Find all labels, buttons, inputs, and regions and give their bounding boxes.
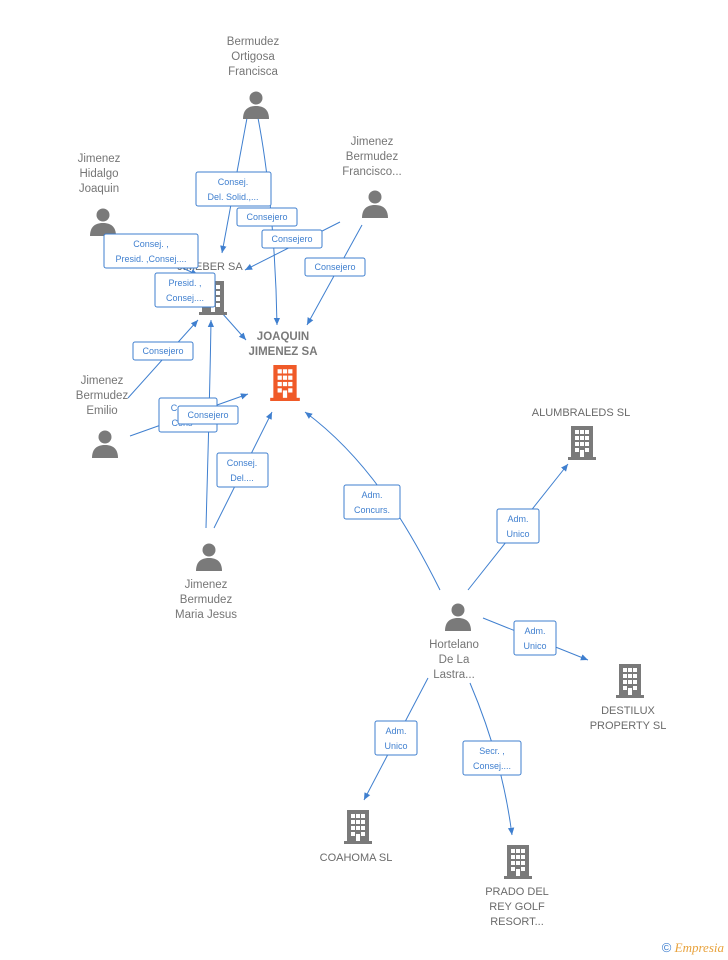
role-box-consej-del[interactable]: Consej. Del.... (216, 452, 269, 488)
edge-jimeber-joaquin (221, 312, 247, 341)
role-label: Consejero (271, 234, 312, 244)
building-icon (504, 845, 532, 879)
role-box-consej-del-solid[interactable]: Consej. Del. Solid.,... (195, 171, 272, 207)
person-name-line1: Hortelano (429, 639, 479, 651)
building-icon (344, 810, 372, 844)
person-name-line2: De La (439, 654, 470, 666)
person-jimenez-hidalgo[interactable]: Jimenez Hidalgo Joaquin (78, 153, 121, 236)
person-name-line2: Bermudez (76, 390, 129, 402)
role-label-line2: Unico (506, 529, 529, 539)
company-name: COAHOMA SL (320, 852, 393, 864)
role-label-line2: Consej.... (166, 293, 204, 303)
role-label-line1: Consej. (218, 177, 249, 187)
person-name-line1: Jimenez (185, 579, 228, 591)
person-hortelano[interactable]: Hortelano De La Lastra... (429, 603, 479, 682)
role-label-line1: Adm. (524, 626, 545, 636)
role-label: Consejero (187, 410, 228, 420)
role-label-line2: Unico (523, 641, 546, 651)
role-label-line2: Del.... (230, 473, 254, 483)
brand-logo-text: Empresia (674, 940, 724, 955)
footer-brand[interactable]: © Empresia (662, 940, 724, 956)
person-icon (90, 208, 116, 236)
company-name-line3: RESORT... (490, 916, 544, 928)
role-label-line1: Adm. (507, 514, 528, 524)
person-name-line3: Francisca (228, 66, 278, 78)
person-jimenez-bermudez-francisco[interactable]: Jimenez Bermudez Francisco... (342, 136, 402, 218)
building-icon (616, 664, 644, 698)
building-icon (270, 365, 300, 401)
person-icon (92, 430, 118, 458)
role-box-secr-consej[interactable]: Secr. , Consej.... (462, 740, 522, 776)
person-icon (362, 190, 388, 218)
person-name-line2: Ortigosa (231, 51, 275, 63)
copyright-symbol: © (661, 940, 672, 955)
person-name-line3: Francisco... (342, 166, 401, 178)
role-label-line1: Consej. , (133, 239, 169, 249)
role-box-adm-concurs[interactable]: Adm. Concurs. (343, 484, 401, 520)
company-name-line2: REY GOLF (489, 901, 545, 913)
person-name-line3: Emilio (86, 405, 117, 417)
role-label-line2: Concurs. (354, 505, 390, 515)
main-company-name-line2: JIMENEZ SA (248, 346, 317, 358)
role-label-line2: Del. Solid.,... (207, 192, 258, 202)
role-label-line1: Adm. (361, 490, 382, 500)
person-name-line2: Bermudez (346, 151, 399, 163)
edges (119, 117, 589, 836)
company-prado-del-rey[interactable]: PRADO DEL REY GOLF RESORT... (485, 845, 549, 928)
role-box-presid-consej[interactable]: Presid. , Consej.... (154, 272, 216, 308)
person-bermudez-ortigosa[interactable]: Bermudez Ortigosa Francisca (227, 36, 280, 119)
company-name-line2: PROPERTY SL (590, 720, 667, 732)
company-alumbraleds[interactable]: ALUMBRALEDS SL (532, 407, 630, 460)
role-label-line1: Consej. (227, 458, 258, 468)
person-name-line1: Bermudez (227, 36, 280, 48)
person-name-line1: Jimenez (351, 136, 394, 148)
company-name-line1: PRADO DEL (485, 886, 549, 898)
role-label: Consejero (246, 212, 287, 222)
person-name-line3: Joaquin (79, 183, 119, 195)
role-box-consejero-d[interactable]: Consejero (132, 341, 194, 361)
company-destilux[interactable]: DESTILUX PROPERTY SL (590, 664, 667, 732)
role-box-consejero-a[interactable]: Consejero (236, 207, 298, 227)
role-label-line1: Secr. , (479, 746, 505, 756)
building-icon (568, 426, 596, 460)
person-icon (196, 543, 222, 571)
person-name-line1: Jimenez (78, 153, 121, 165)
person-name-line2: Bermudez (180, 594, 233, 606)
person-jimenez-bermudez-maria-jesus[interactable]: Jimenez Bermudez Maria Jesus (175, 543, 237, 622)
person-icon (243, 91, 269, 119)
role-label-line2: Consej.... (473, 761, 511, 771)
role-box-adm-unico-alumbraleds[interactable]: Adm. Unico (496, 508, 540, 544)
role-box-consejero-c[interactable]: Consejero (304, 257, 366, 277)
company-name: ALUMBRALEDS SL (532, 407, 630, 419)
main-company-name-line1: JOAQUIN (257, 331, 309, 343)
person-name-line3: Maria Jesus (175, 609, 237, 621)
company-name-line1: DESTILUX (601, 705, 655, 717)
person-icon (445, 603, 471, 631)
role-box-consejero-e[interactable]: Consejero (177, 405, 239, 425)
role-box-consejero-b[interactable]: Consejero (261, 229, 323, 249)
person-name-line2: Hidalgo (80, 168, 119, 180)
person-name-line1: Jimenez (81, 375, 124, 387)
main-company-joaquin-jimenez[interactable]: JOAQUIN JIMENEZ SA (248, 331, 318, 401)
company-coahoma[interactable]: COAHOMA SL (320, 810, 393, 864)
role-box-consej-presid[interactable]: Consej. , Presid. ,Consej.... (103, 233, 199, 269)
person-name-line3: Lastra... (433, 669, 475, 681)
role-label: Consejero (142, 346, 183, 356)
role-label-line1: Adm. (385, 726, 406, 736)
role-box-adm-unico-coahoma[interactable]: Adm. Unico (374, 720, 418, 756)
role-label: Consejero (314, 262, 355, 272)
role-label-line2: Unico (384, 741, 407, 751)
role-label-line2: Presid. ,Consej.... (115, 254, 186, 264)
person-jimenez-bermudez-emilio[interactable]: Jimenez Bermudez Emilio (76, 375, 129, 458)
role-box-adm-unico-destilux[interactable]: Adm. Unico (513, 620, 557, 656)
role-label-line1: Presid. , (168, 278, 201, 288)
